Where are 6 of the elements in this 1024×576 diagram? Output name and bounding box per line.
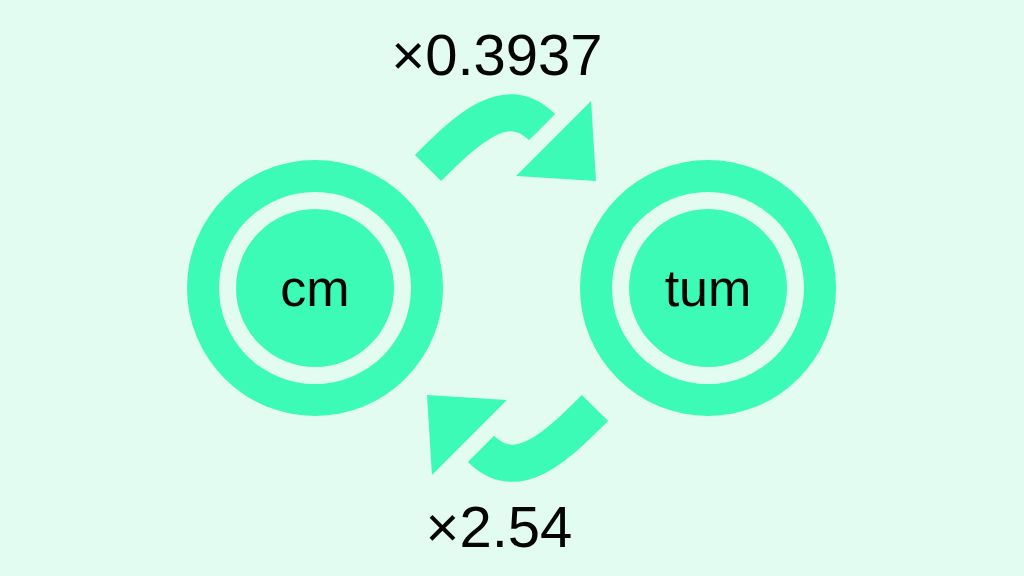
node-label: cm <box>280 260 350 316</box>
edge-label: ×2.54 <box>425 496 573 558</box>
node-label: tum <box>664 260 752 316</box>
ring-node <box>580 160 836 416</box>
edge-label: ×0.3937 <box>391 24 603 86</box>
ring-node <box>187 160 443 416</box>
